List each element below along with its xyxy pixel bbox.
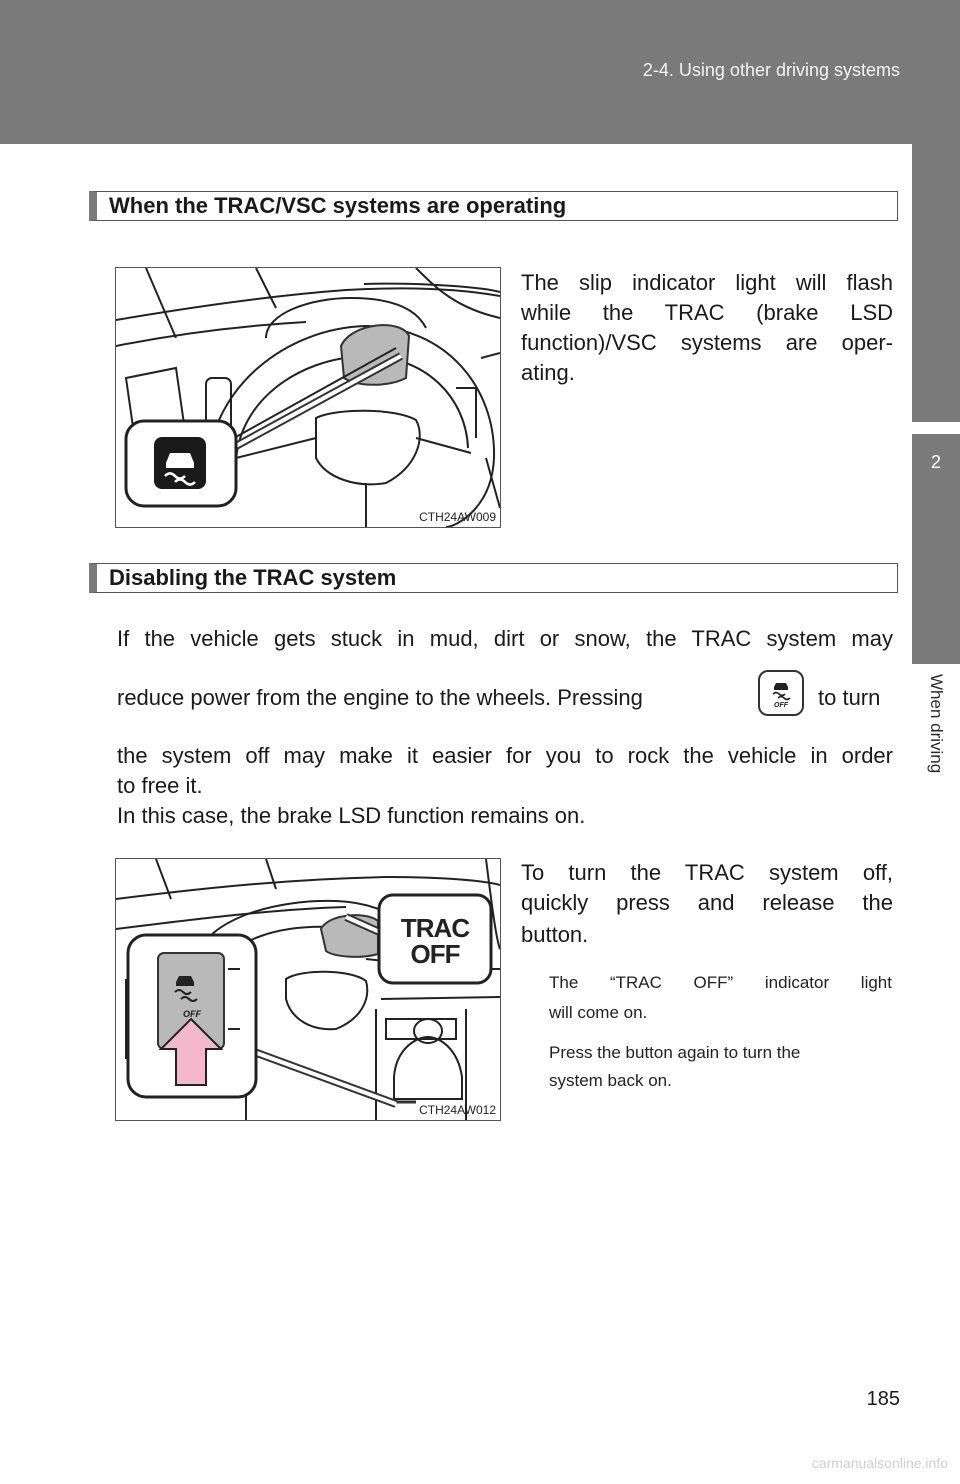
callout-line-1: TRAC (400, 913, 470, 943)
watermark: carmanualsonline.info (811, 1455, 948, 1471)
instruction-line: button. (521, 922, 589, 947)
figure-slip-indicator: CTH24AW009 (115, 267, 501, 528)
chapter-number: 2 (930, 452, 941, 472)
section-heading-disabling: Disabling the TRAC system (89, 563, 898, 593)
trac-off-icon (772, 683, 791, 701)
paragraph-line: to turn (818, 685, 881, 710)
note-line: system back on. (549, 1071, 672, 1090)
trac-off-callout-box (377, 893, 493, 985)
chapter-title-text: When driving (927, 674, 946, 774)
chapter-title: When driving (920, 674, 952, 814)
paragraph-line: to free it. (117, 773, 203, 798)
paragraph-line: reduce power from the engine to the whee… (117, 685, 643, 710)
console-illustration (115, 858, 501, 1120)
trac-off-inline-icon: OFF (758, 670, 804, 716)
instruction-line: quickly press and release the (521, 890, 893, 915)
section-heading-operating: When the TRAC/VSC systems are operating (89, 191, 898, 221)
instruction-line: To turn the TRAC system off, (521, 860, 893, 885)
note-line: The “TRAC OFF” indicator light (549, 973, 892, 992)
tab-top-block (912, 144, 960, 422)
dashboard-illustration (115, 267, 501, 528)
chapter-tab: 2 When driving (912, 144, 960, 1484)
callout-label: TRAC OFF (379, 915, 491, 967)
operating-description-line: while the TRAC (brake LSD (521, 300, 893, 325)
note-line: will come on. (549, 1003, 648, 1022)
paragraph-line: If the vehicle gets stuck in mud, dirt o… (117, 626, 893, 651)
button-icon-label: OFF (183, 1009, 201, 1019)
operating-description-line: function)/VSC systems are oper- (521, 330, 893, 355)
note-line: Press the button again to turn the (549, 1043, 801, 1062)
callout-line-2: OFF (410, 939, 461, 969)
tab-number-block (912, 434, 960, 664)
press-arrow-icon (158, 1017, 224, 1086)
paragraph-line: the system off may make it easier for yo… (117, 743, 893, 768)
paragraph-line: In this case, the brake LSD function rem… (117, 803, 586, 828)
header-bar: 2-4. Using other driving systems (0, 0, 960, 144)
figure-trac-off-button: TRAC OFF OFF CTH24AW012 (115, 858, 501, 1121)
operating-description-line: The slip indicator light will flash (521, 270, 893, 295)
inline-icon-label: OFF (774, 702, 788, 709)
figure-code: CTH24AW009 (419, 510, 496, 524)
figure-code: CTH24AW012 (419, 1103, 496, 1117)
section-title: 2-4. Using other driving systems (642, 60, 900, 80)
operating-description-line: ating. (521, 360, 575, 385)
page-number: 185 (866, 1388, 900, 1410)
